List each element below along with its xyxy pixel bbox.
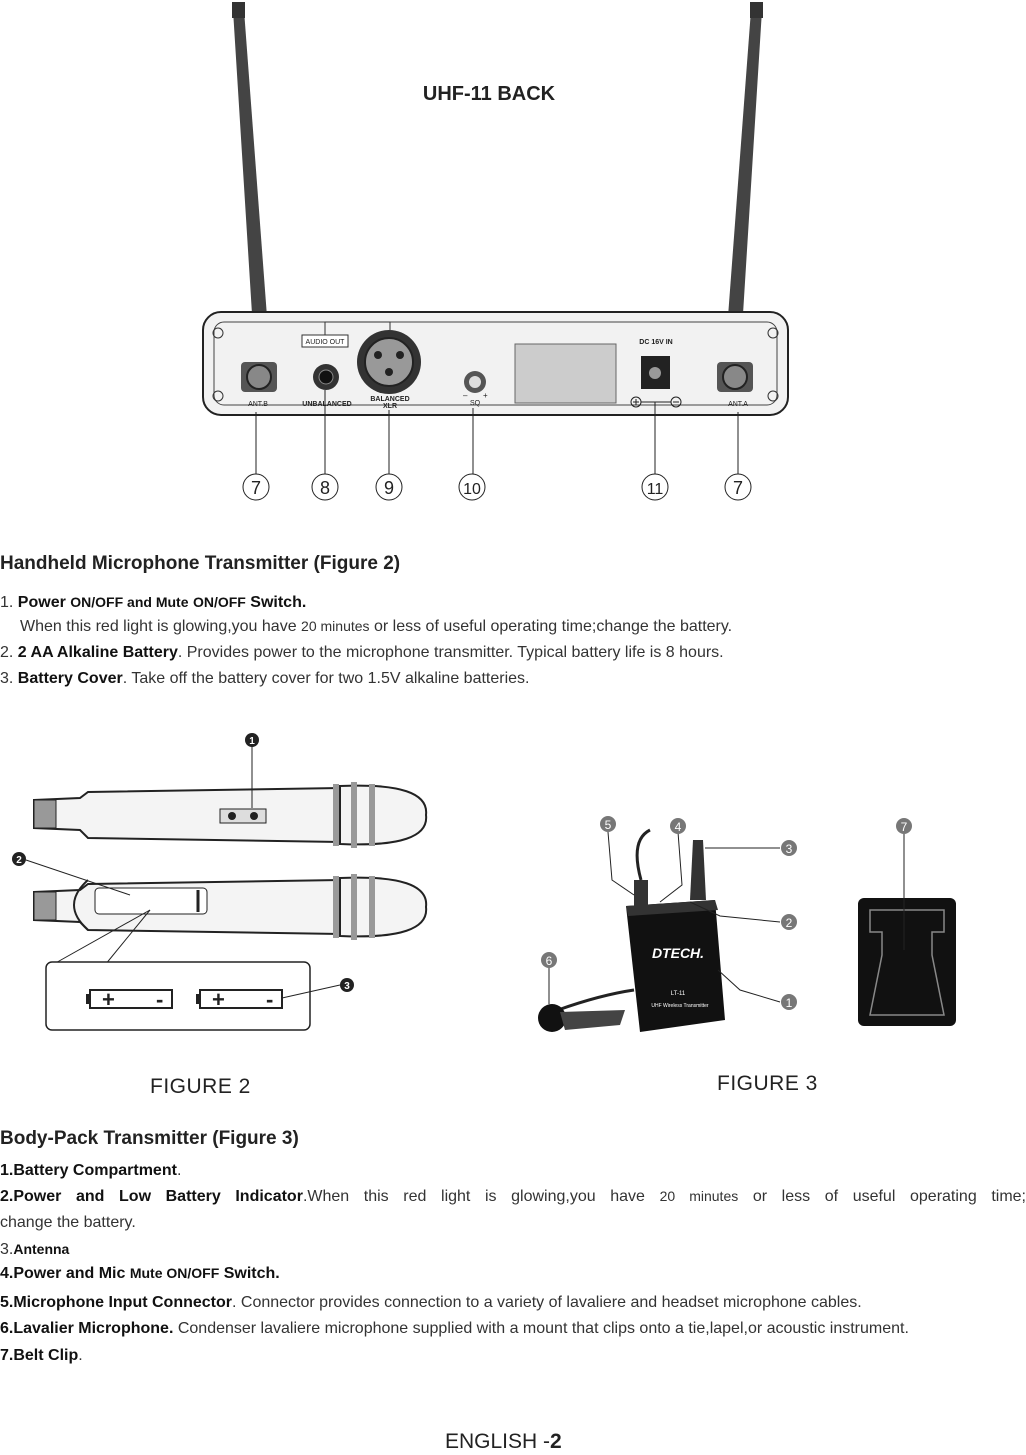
svg-text:8: 8 xyxy=(320,478,330,498)
page-footer: ENGLISH -2 xyxy=(445,1430,562,1454)
svg-text:+: + xyxy=(212,987,225,1012)
bodypack-item-4: 4.Power and Mic Mute ON/OFF Switch. xyxy=(0,1265,280,1282)
bodypack-item-3: 3.Antenna xyxy=(0,1241,70,1258)
bodypack-item-2-cont: change the battery. xyxy=(0,1214,136,1231)
svg-text:1: 1 xyxy=(249,736,255,747)
xlr-label: XLR xyxy=(383,403,397,410)
svg-text:1: 1 xyxy=(786,996,793,1010)
fig3-marker-7: 7 xyxy=(896,818,912,834)
bodypack-item-1: 1.Battery Compartment. xyxy=(0,1162,182,1179)
svg-text:DTECH.: DTECH. xyxy=(652,945,704,961)
svg-text:6: 6 xyxy=(546,954,553,968)
unbalanced-label: UNBALANCED xyxy=(302,401,351,408)
receiver-back-figure: AUDIO OUT – + SQ DC 16V IN ANT.B ANT.A U… xyxy=(202,2,789,501)
svg-text:10: 10 xyxy=(463,481,481,498)
bodypack-transmitter: DTECH. LT-11 UHF Wireless Transmitter xyxy=(557,828,725,1032)
svg-text:-: - xyxy=(266,987,273,1012)
dc-in-label: DC 16V IN xyxy=(639,339,672,346)
fig2-marker-1: 1 xyxy=(245,733,259,747)
svg-text:UHF Wireless Transmitter: UHF Wireless Transmitter xyxy=(651,1003,709,1009)
item-mid1: ON/OFF and Mute xyxy=(70,594,189,610)
handheld-mic-top xyxy=(33,782,428,848)
svg-text:3: 3 xyxy=(344,981,350,992)
battery-1: + - xyxy=(86,987,173,1012)
callout-9: 9 xyxy=(375,473,403,501)
bodypack-item-6: 6.Lavalier Microphone. Condenser lavalie… xyxy=(0,1320,909,1337)
xlr-connector xyxy=(357,330,421,394)
figures-2-3: + - + - 1 2 3 DTECH. LT-11 UHF Wireless … xyxy=(12,733,956,1032)
svg-text:2: 2 xyxy=(786,916,793,930)
hours-value: 8 hours. xyxy=(665,644,724,661)
svg-text:2: 2 xyxy=(16,855,22,866)
ant-b-label: ANT.B xyxy=(248,401,268,408)
callout-11: 11 xyxy=(641,473,669,501)
bodypack-heading: Body-Pack Transmitter (Figure 3) xyxy=(0,1128,299,1149)
svg-text:7: 7 xyxy=(251,478,261,498)
lavalier-mic xyxy=(538,1004,625,1032)
svg-text:11: 11 xyxy=(647,481,664,498)
handheld-item-1-cont: When this red light is glowing,you have … xyxy=(20,618,733,635)
back-panel xyxy=(202,311,789,416)
fig3-marker-3: 3 xyxy=(781,840,797,856)
minutes-value: 20 minutes xyxy=(301,618,370,634)
callout-10: 10 xyxy=(458,473,486,501)
sq-minus-label: – xyxy=(463,391,468,400)
item-mid2: ON/OFF xyxy=(192,594,246,610)
callout-7-right: 7 xyxy=(724,473,752,501)
sq-plus-label: + xyxy=(483,391,488,400)
item-title: Power xyxy=(17,594,66,611)
svg-text:-: - xyxy=(156,987,163,1012)
ant-a-label: ANT.A xyxy=(728,401,748,408)
svg-text:7: 7 xyxy=(901,820,908,834)
handheld-item-3: 3. Battery Cover. Take off the battery c… xyxy=(0,670,530,687)
figure-3-label: FIGURE 3 xyxy=(717,1072,818,1095)
dc-jack xyxy=(641,356,670,389)
figure-2-label: FIGURE 2 xyxy=(150,1075,251,1098)
handheld-item-2: 2. 2 AA Alkaline Battery. Provides power… xyxy=(0,644,724,661)
fig3-marker-5: 5 xyxy=(600,816,616,832)
svg-text:4: 4 xyxy=(675,820,682,834)
callout-8: 8 xyxy=(311,473,339,501)
svg-text:9: 9 xyxy=(384,478,394,498)
display-window xyxy=(514,343,617,404)
sq-label: SQ xyxy=(470,400,481,407)
bodypack-item-2: 2.Power and Low Battery Indicator.When t… xyxy=(0,1188,1026,1205)
fig2-marker-3: 3 xyxy=(340,978,354,992)
item-tail: Switch. xyxy=(250,594,307,611)
svg-text:5: 5 xyxy=(605,818,612,832)
callout-7-left: 7 xyxy=(242,473,270,501)
handheld-mic-open xyxy=(33,874,428,940)
item-number: 1. xyxy=(0,594,14,611)
unbalanced-jack xyxy=(313,364,339,390)
svg-text:+: + xyxy=(102,987,115,1012)
battery-compartment-box xyxy=(45,961,311,1031)
ant-a-connector xyxy=(717,362,753,392)
squelch-knob xyxy=(464,371,486,393)
handheld-item-1: 1. Power ON/OFF and Mute ON/OFF Switch. xyxy=(0,594,306,612)
battery-2: + - xyxy=(196,987,283,1012)
belt-clip xyxy=(858,898,956,1026)
balanced-label: BALANCED xyxy=(370,396,409,403)
fig3-marker-6: 6 xyxy=(541,952,557,968)
handheld-heading: Handheld Microphone Transmitter (Figure … xyxy=(0,553,401,574)
minutes-value: 20 minutes xyxy=(659,1188,739,1204)
bodypack-item-5: 5.Microphone Input Connector. Connector … xyxy=(0,1294,862,1311)
ant-b-connector xyxy=(241,362,277,392)
bodypack-item-7: 7.Belt Clip. xyxy=(0,1347,83,1364)
back-title: UHF-11 BACK xyxy=(423,83,556,105)
svg-text:3: 3 xyxy=(786,842,793,856)
svg-text:LT-11: LT-11 xyxy=(671,991,686,997)
fig3-marker-2: 2 xyxy=(781,914,797,930)
audio-out-label: AUDIO OUT xyxy=(306,339,346,346)
svg-text:7: 7 xyxy=(733,478,743,498)
polarity-symbol xyxy=(630,396,682,408)
fig2-marker-2: 2 xyxy=(12,852,26,866)
fig3-marker-4: 4 xyxy=(670,818,686,834)
page-number: 2 xyxy=(550,1430,562,1453)
fig3-marker-1: 1 xyxy=(781,994,797,1010)
footer-label: ENGLISH - xyxy=(445,1430,551,1453)
